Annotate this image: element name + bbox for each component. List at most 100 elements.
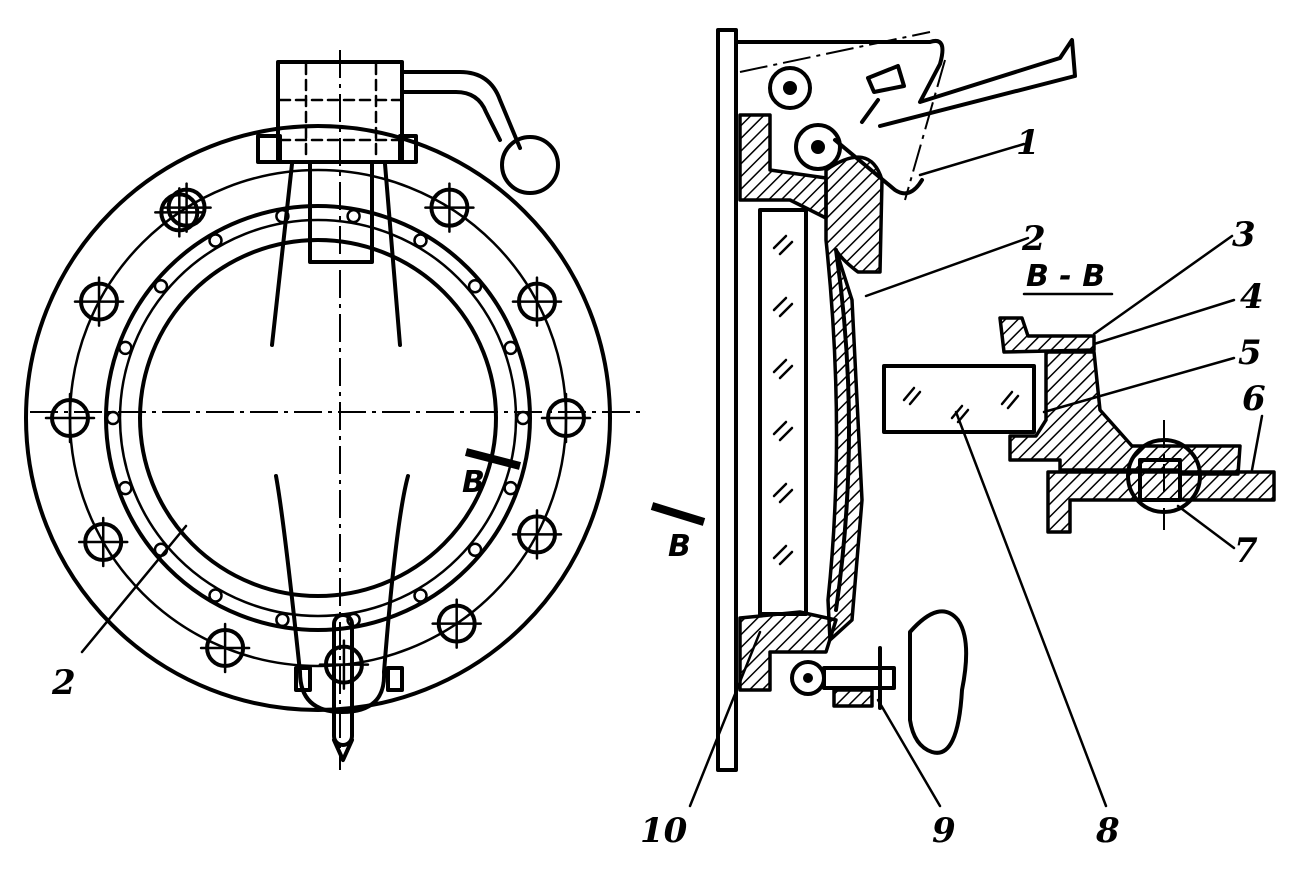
leader-5 (1042, 356, 1236, 414)
wing-nut (908, 609, 969, 755)
glass-pane (758, 208, 808, 616)
top-hinge-bracket (734, 38, 1077, 128)
frame-hole (208, 588, 223, 603)
flange-bolt (540, 392, 592, 444)
cover-stem (308, 160, 374, 264)
leader-4 (1092, 298, 1236, 346)
glass-hatch (772, 482, 788, 498)
label-cut-mark-2: B (668, 529, 691, 564)
glass-hatch (778, 426, 794, 442)
flange-bolt (161, 182, 212, 233)
glass-hatch (772, 544, 788, 560)
hinge-block (276, 60, 404, 164)
flange-bolt (511, 276, 563, 327)
frame-hole (503, 340, 518, 356)
label-cut-mark-1: B (462, 465, 485, 500)
deadlight-cover (824, 155, 884, 642)
frame-ring (104, 204, 532, 632)
frame-hole (503, 480, 518, 496)
frame-hole (346, 208, 361, 224)
flange-bolt (154, 187, 205, 238)
frame-hole (467, 542, 483, 558)
frame-hole (515, 410, 531, 426)
leader-8 (954, 410, 1108, 808)
frame-hole (275, 208, 290, 224)
leader-1 (918, 142, 1026, 177)
frame-hole (153, 278, 169, 294)
label-3: 3 (1232, 215, 1256, 255)
outer-flange-ring (24, 124, 612, 712)
hinge-arm (400, 70, 522, 150)
flange-bolts (44, 182, 592, 690)
label-7: 7 (1234, 531, 1258, 571)
glass-hatch (772, 296, 788, 312)
frame-hole (105, 410, 121, 426)
bolt-circle-outer (68, 168, 568, 668)
label-2-front: 2 (51, 663, 76, 703)
glass-hatch (778, 364, 794, 380)
label-10: 10 (640, 811, 688, 851)
lower-lever-left (274, 474, 302, 674)
section-flange (1046, 470, 1276, 534)
glass-hatch (778, 550, 794, 566)
section-glass (882, 364, 1036, 434)
flange-bolt (199, 622, 251, 674)
section-clamp-ring (998, 316, 1096, 354)
label-section-title: B - B (1026, 259, 1105, 294)
label-9: 9 (932, 811, 956, 851)
label-1: 1 (1016, 123, 1040, 163)
section-glass-hatch (1000, 390, 1014, 406)
section-b-b (882, 234, 1276, 808)
flange-bolt (511, 509, 563, 560)
flange-bolt (424, 182, 475, 233)
leader-2-side (864, 236, 1030, 298)
flange-bolt (77, 516, 129, 568)
frame-hole (208, 233, 223, 248)
frame-hole (275, 612, 290, 628)
leader-10 (688, 630, 762, 808)
glass-hatch (778, 302, 794, 318)
flange-bolt (73, 276, 125, 327)
leader-6 (1250, 414, 1264, 472)
frame-hole (118, 480, 133, 496)
side-section-view (688, 28, 1077, 808)
glass-hatch (772, 234, 788, 250)
label-8: 8 (1095, 811, 1120, 851)
label-2-side: 2 (1021, 219, 1046, 259)
leader-2-front (80, 524, 188, 654)
label-6: 6 (1242, 379, 1266, 419)
glass-hatch (772, 420, 788, 436)
leader-7 (1176, 504, 1236, 550)
leader-3 (1092, 234, 1234, 336)
section-glass-hatch (1006, 394, 1020, 410)
section-glass-hatch (902, 386, 916, 402)
labels: 1 2 3 4 5 6 7 8 9 10 2 B B B - B (51, 123, 1266, 851)
section-mark-2 (650, 502, 706, 526)
lower-lever-right (382, 474, 410, 674)
label-4: 4 (1240, 277, 1264, 317)
frame-holes (105, 208, 531, 628)
frame-hole (118, 340, 133, 356)
section-mark-1 (464, 448, 522, 470)
leader-9 (876, 698, 942, 808)
glass-hatch (772, 358, 788, 374)
flange-bolt (44, 392, 96, 444)
front-view (24, 50, 706, 770)
frame-bottom-section (738, 610, 838, 692)
section-glass-hatch (908, 390, 922, 406)
hinge-knob (500, 135, 560, 195)
flange-bolt (318, 639, 370, 690)
frame-hole (413, 233, 428, 248)
frame-inner-ring (118, 218, 518, 618)
bulkhead-plate (716, 28, 738, 772)
flange-bolt (431, 598, 482, 649)
glass-opening (138, 238, 498, 598)
glass-hatch (778, 488, 794, 504)
glass-hatch (778, 240, 794, 256)
frame-hole (467, 278, 483, 294)
label-5: 5 (1238, 333, 1262, 373)
latch-pin (332, 613, 354, 747)
frame-hole (413, 588, 428, 603)
